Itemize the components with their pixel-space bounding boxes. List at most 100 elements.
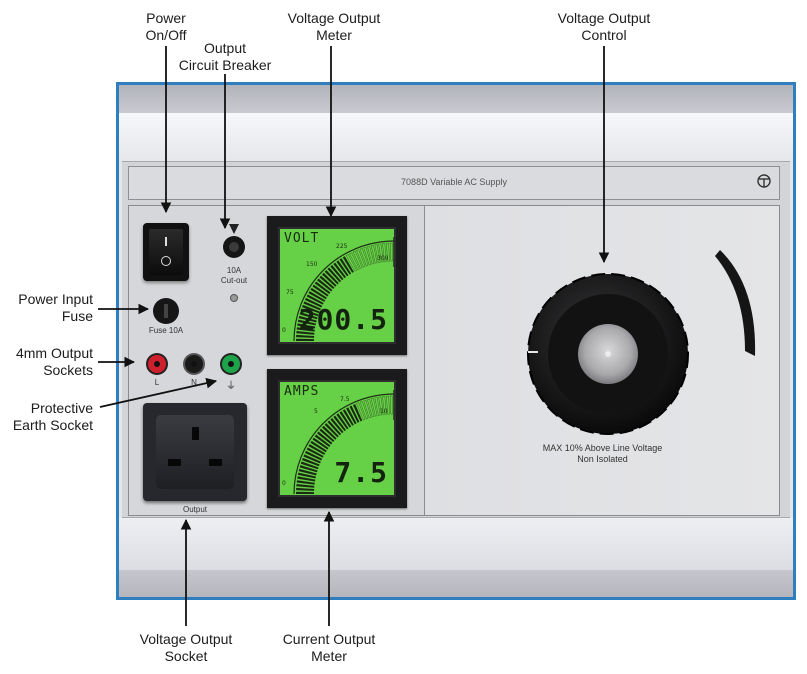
current-meter-bar-segment	[296, 480, 315, 485]
voltage-meter-bar-segment	[296, 331, 315, 335]
current-meter-bar-segment	[297, 476, 316, 482]
voltage-tick-label: 300	[377, 255, 389, 262]
voltage-meter-bar-segment	[317, 278, 333, 292]
voltage-output-socket[interactable]	[143, 403, 247, 501]
current-meter-bar-segment	[342, 409, 354, 426]
current-meter-bar-segment	[378, 396, 384, 416]
current-meter-bar-segment	[330, 418, 344, 434]
current-meter-bar-segment	[327, 420, 342, 436]
voltage-meter-bar-segment	[314, 281, 331, 294]
voltage-meter-bar-segment	[389, 242, 393, 262]
power-off-mark-icon	[161, 256, 171, 266]
current-meter-bar-segment	[317, 431, 333, 445]
voltage-tick-label: 150	[306, 261, 318, 268]
socket-earth-pin-slot	[192, 427, 199, 440]
case-bottom-band	[119, 570, 793, 597]
current-meter-scale-arc	[293, 393, 394, 495]
voltage-meter-bar-segment	[378, 243, 384, 263]
current-meter-bar-segment	[296, 491, 315, 494]
control-panel-right: MAX 10% Above Line Voltage Non Isolated	[425, 205, 780, 516]
current-meter-bar-segment	[386, 395, 390, 415]
voltage-meter-bar-segment	[356, 249, 366, 268]
voltage-meter-bar-segment	[310, 287, 327, 300]
current-meter-bar-segment	[296, 484, 315, 488]
voltage-meter-bar-segment	[342, 256, 354, 273]
power-switch-rocker[interactable]	[149, 229, 183, 275]
current-meter-bar-segment	[324, 423, 339, 438]
voltage-meter-bar-segment	[374, 244, 381, 263]
voltage-tick-label: 225	[336, 243, 348, 250]
voltage-meter-bar-segment	[324, 270, 339, 285]
current-meter-bar-segment	[322, 425, 337, 440]
voltage-meter-bar-segment	[312, 284, 329, 297]
callout-current-output-meter: Current Output Meter	[282, 631, 376, 664]
current-meter-bar-segment	[306, 447, 324, 458]
voltage-meter-unit: VOLT	[284, 231, 320, 246]
voltage-reading: 200.5	[298, 303, 388, 336]
socket-earth[interactable]	[222, 355, 240, 373]
power-on-mark-icon	[165, 237, 167, 246]
voltage-meter-bar-segment	[302, 304, 320, 314]
socket-neutral[interactable]	[185, 355, 203, 373]
voltage-meter-bar-segment	[333, 262, 346, 279]
voltage-meter-bar-segment	[352, 250, 363, 269]
current-meter-scale	[293, 390, 394, 495]
current-meter-bar-segment	[382, 396, 387, 415]
circuit-breaker-button[interactable]	[223, 236, 245, 258]
fuse-slot-icon	[164, 304, 168, 318]
model-label: 7088D Variable AC Supply	[401, 177, 507, 187]
current-meter-bar-segment	[367, 398, 375, 418]
voltage-meter-scale-arc	[293, 240, 394, 342]
current-meter: AMPS 0 5 7.5 10 7.5	[267, 369, 407, 508]
power-switch[interactable]	[143, 223, 189, 281]
voltage-meter-bar-segment	[319, 275, 335, 290]
knob-warning-text: MAX 10% Above Line Voltage Non Isolated	[542, 443, 663, 464]
breaker-pointer-icon	[229, 224, 239, 234]
voltage-meter-bar-segment	[339, 258, 352, 275]
callout-protective-earth-socket: Protective Earth Socket	[12, 400, 93, 433]
current-tick-label: 0	[282, 480, 286, 487]
case-bottom-strip	[119, 518, 793, 570]
voltage-meter-bar-segment	[345, 254, 357, 272]
output-socket-label: Output	[182, 505, 207, 514]
current-tick-label: 5	[314, 408, 318, 415]
current-meter-bar-segment	[349, 405, 360, 423]
current-meter-bar-segment	[374, 397, 381, 416]
callout-voltage-output-meter: Voltage Output Meter	[287, 10, 381, 43]
earth-symbol-icon: ⏚	[226, 381, 236, 392]
voltage-meter-bar-segment	[303, 301, 321, 311]
current-meter-bar-segment	[359, 401, 369, 420]
voltage-meter: VOLT 0 75 150 225 300 200.5	[267, 216, 407, 355]
voltage-meter-bar-segment	[363, 246, 372, 266]
current-meter-bar-segment	[303, 454, 321, 464]
power-input-fuse-holder[interactable]	[153, 298, 179, 324]
device-front-panel: 7088D Variable AC Supply 10A	[116, 82, 796, 600]
case-top-strip	[119, 113, 793, 161]
uk-socket-face	[156, 415, 234, 489]
current-meter-bar-segment	[310, 440, 327, 453]
current-meter-bar-segment	[356, 402, 366, 421]
voltage-meter-bar-segment	[297, 323, 316, 329]
breaker-rating-label: 10A	[226, 266, 242, 275]
faceplate: 7088D Variable AC Supply 10A	[122, 161, 790, 518]
voltage-tick-label: 75	[286, 289, 294, 296]
voltage-meter-bar-segment	[370, 244, 378, 264]
voltage-meter-bar-segment	[322, 272, 337, 287]
current-meter-bar-segment	[346, 407, 357, 425]
voltage-meter-bar-segment	[300, 308, 319, 317]
socket-live[interactable]	[148, 355, 166, 373]
voltage-meter-bar-segment	[296, 334, 315, 338]
callout-voltage-output-control: Voltage Output Control	[557, 10, 651, 43]
current-meter-bar-segment	[319, 428, 335, 443]
voltage-control-knob[interactable]	[527, 273, 689, 435]
case-top-band	[119, 85, 793, 113]
socket-live-pin-slot	[168, 459, 181, 466]
current-meter-bar-segment	[296, 487, 315, 491]
voltage-meter-bar-segment	[359, 248, 369, 267]
current-meter-unit: AMPS	[284, 384, 320, 399]
callout-voltage-output-socket: Voltage Output Socket	[139, 631, 233, 664]
voltage-scale-wedge-icon	[715, 250, 756, 356]
current-meter-bar-segment	[363, 399, 372, 419]
socket-neutral-label: N	[191, 378, 197, 387]
manufacturer-logo-icon	[757, 174, 771, 191]
